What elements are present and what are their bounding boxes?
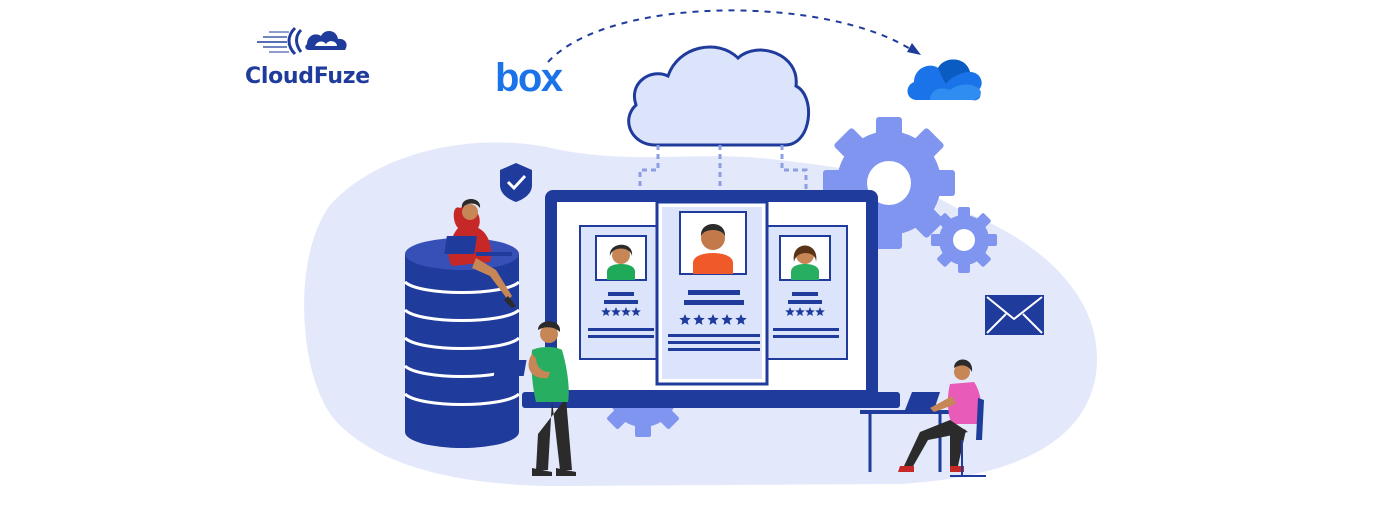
cloudfuze-logo-icon — [257, 26, 347, 56]
person-standing — [493, 321, 576, 476]
rating-star-icon — [707, 314, 719, 325]
database-icon — [403, 238, 521, 448]
rating-star-icon — [785, 307, 795, 316]
profile-card — [655, 200, 769, 386]
rating-star-icon — [815, 307, 825, 316]
network-connectors — [638, 145, 808, 200]
profile-card-lines — [588, 328, 839, 338]
rating-star-icon — [601, 307, 611, 316]
onedrive-cloud-icon — [907, 59, 982, 101]
rating-star-icon — [795, 307, 805, 316]
rating-star-icon — [721, 314, 733, 325]
profile-card — [579, 225, 663, 360]
person-at-desk — [860, 359, 986, 477]
rating-star-icon — [621, 307, 631, 316]
rating-star-icon — [679, 314, 691, 325]
profile-cards — [579, 200, 848, 386]
mail-icon — [985, 295, 1044, 335]
migration-arrow-path — [547, 9, 916, 63]
cloud-icon — [627, 45, 811, 147]
rating-star-icon — [693, 314, 705, 325]
gear-icon — [931, 207, 997, 273]
avatar — [693, 224, 733, 274]
shield-check-icon — [500, 163, 532, 202]
box-logo: box — [495, 56, 563, 100]
avatar — [607, 244, 635, 280]
rating-star-icon — [805, 307, 815, 316]
rating-star-icon — [611, 307, 621, 316]
profile-card — [764, 225, 848, 360]
person-on-database — [444, 199, 516, 308]
rating-star-icon — [631, 307, 641, 316]
rating-star-icon — [735, 314, 747, 325]
brand-name: CloudFuze — [245, 64, 370, 89]
avatar — [791, 245, 819, 280]
arrow-head-icon — [907, 43, 921, 55]
